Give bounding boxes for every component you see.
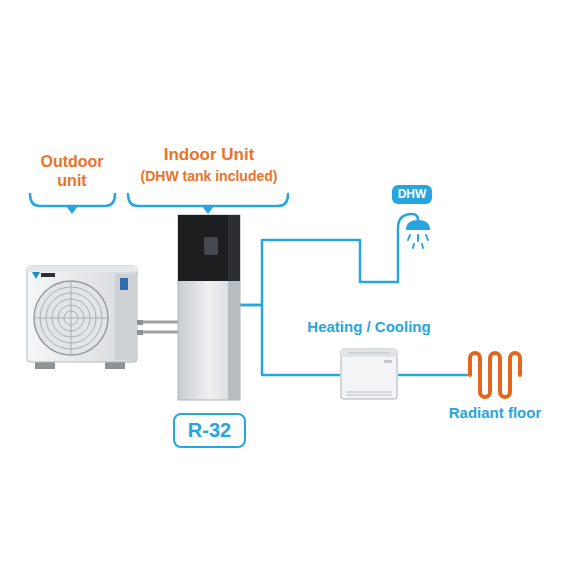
pipe-line — [240, 240, 398, 305]
water-pipe — [240, 240, 398, 305]
outdoor-bracket — [30, 194, 115, 206]
refrigerant-label: R-32 — [175, 415, 244, 445]
radiant-floor-coil-picture — [468, 352, 522, 398]
indoor-unit: Indoor Unit(DHW tank included) — [178, 215, 240, 400]
badge-holder: DHW — [388, 184, 436, 204]
outdoor-unit-picture — [25, 262, 143, 374]
refrigerant-pipe — [143, 322, 178, 332]
bracket-arrow — [66, 206, 78, 214]
fan-coil-unit-picture — [340, 348, 398, 400]
emitter-label: Heating / Cooling — [281, 318, 457, 336]
dhw-badge: DHW — [392, 185, 433, 204]
radiant-floor-coil: Radiant floor — [468, 352, 522, 398]
pipe-line — [143, 320, 178, 323]
outdoor-unit: Outdoor unit — [25, 262, 143, 374]
water-pipe — [398, 374, 468, 375]
fan-coil-unit: Heating / Cooling — [340, 348, 398, 400]
pipe-line — [240, 305, 340, 375]
indoor-unit-picture — [178, 215, 240, 400]
unit-subheading: (DHW tank included) — [105, 167, 313, 185]
bracket-arrow — [202, 206, 214, 214]
water-pipe — [240, 305, 340, 375]
pipe-line — [143, 330, 178, 333]
pipe-line — [398, 374, 468, 377]
unit-heading: Outdoor unit — [27, 152, 117, 190]
refrigerant-box: R-32 — [173, 413, 246, 448]
emitter-label: Radiant floor — [395, 404, 576, 422]
dhw-outlet: DHW — [388, 184, 436, 262]
indoor-bracket — [128, 194, 288, 206]
unit-heading: Indoor Unit — [105, 145, 313, 165]
